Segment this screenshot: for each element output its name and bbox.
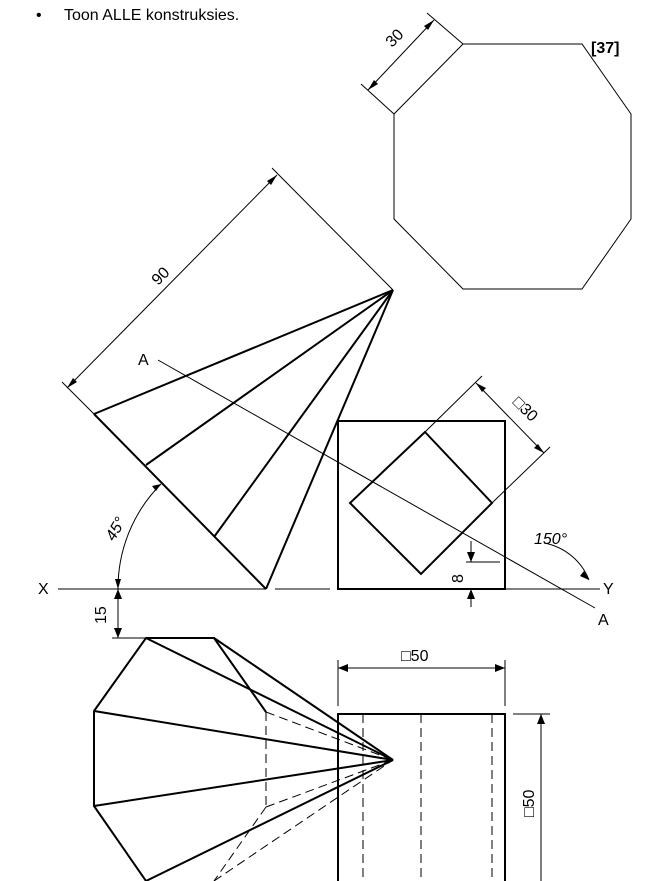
section-angle-label: 150° [534,531,568,548]
gap-dimension [112,589,215,639]
octagon-dimension [360,12,464,115]
inner-square [348,430,494,576]
marks-label: [37] [591,40,619,57]
section-angle-arc [543,542,590,581]
x-label: X [38,581,49,598]
octagon-shape [393,43,632,290]
y-label: Y [603,581,614,598]
slant-dimension [61,167,394,415]
offset-dimension [466,541,500,607]
base-depth-label: □50 [521,789,538,817]
cutting-plane-line [157,359,596,609]
octagon-side-label: 30 [383,26,408,51]
inclination-arc [115,483,162,590]
outer-square [337,420,506,590]
inner-square-label: □30 [509,394,541,426]
base-depth-dimension [513,713,550,881]
instruction-text: Toon ALLE konstruksies. [64,7,239,24]
inner-square-dimension [424,375,551,504]
gap-label: 15 [93,606,110,624]
pyramid-front-view [93,289,394,590]
base-width-dimension [337,660,506,706]
cutting-plane-label-top: A [138,352,149,369]
cutting-plane-label-bottom: A [598,612,609,629]
instruction-bullet: • [36,7,42,24]
slant-length-label: 90 [149,264,174,289]
pyramid-plan-view [93,637,394,881]
offset-label: 8 [450,574,467,583]
prism-plan-view [337,713,506,881]
base-width-label: □50 [401,648,429,665]
